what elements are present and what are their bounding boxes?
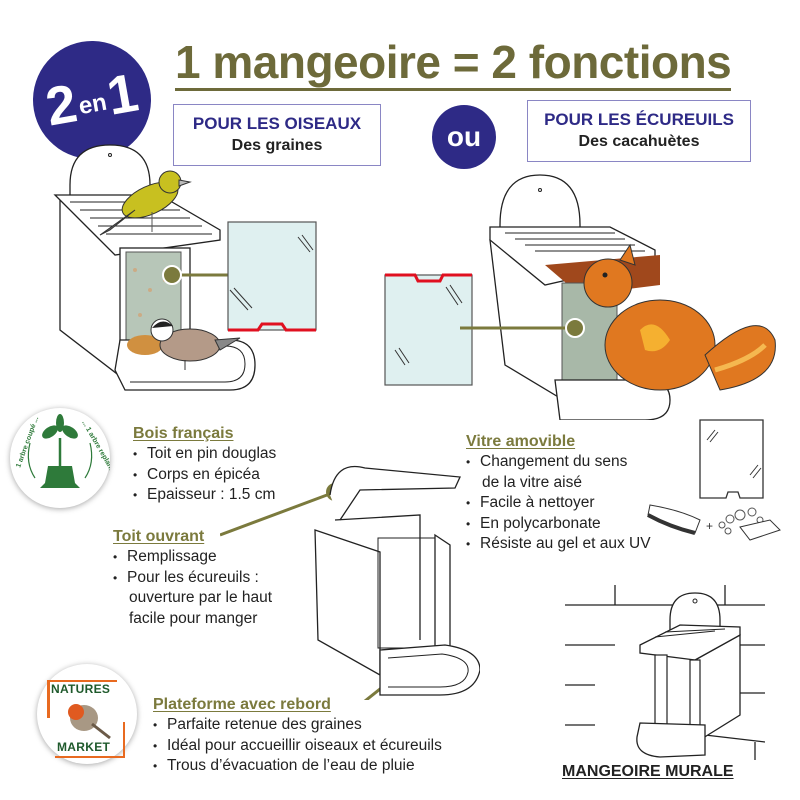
feature-bois-francais: Bois français Toit en pin douglas Corps … <box>133 424 276 506</box>
cleaning-illustration: + <box>647 419 781 541</box>
feature-item: Remplissage <box>113 547 272 568</box>
feature-item: Résiste au gel et aux UV <box>466 534 651 555</box>
feature-item: Changement du sens de la vitre aisé <box>466 452 651 493</box>
page-title: 1 mangeoire = 2 fonctions <box>175 36 732 91</box>
brush-icon <box>647 504 701 535</box>
badge-en: en <box>76 88 109 121</box>
squirrels-function-box: POUR LES ÉCUREUILS Des cacahuètes <box>527 100 751 162</box>
wall-mounted-feeder-illustration <box>565 585 765 760</box>
tree-replanted-logo: 1 arbre coupé ... ... 1 arbre replanté <box>10 408 117 508</box>
feature-heading: Vitre amovible <box>466 433 576 450</box>
feature-plateforme: Plateforme avec rebord Parfaite retenue … <box>153 695 442 777</box>
svg-text:1 arbre coupé ...: 1 arbre coupé ... <box>15 416 40 469</box>
svg-text:... 1 arbre replanté: ... 1 arbre replanté <box>80 420 110 476</box>
greenfinch-icon <box>99 170 192 236</box>
tree-stump-sprout-icon: 1 arbre coupé ... ... 1 arbre replanté <box>15 414 117 488</box>
wall-feeder-label: MANGEOIRE MURALE <box>562 763 734 780</box>
brand-line1: NATURES <box>51 682 111 696</box>
feature-item: Pour les écureuils : ouverture par le ha… <box>113 568 272 630</box>
brand-line2: MARKET <box>57 740 111 754</box>
feature-heading: Toit ouvrant <box>113 528 205 545</box>
tit-bird-icon <box>150 318 241 370</box>
open-roof-feeder-diagram <box>220 466 480 700</box>
squirrel-feeder-illustration <box>384 174 776 420</box>
feature-item: Idéal pour accueillir oiseaux et écureui… <box>153 736 442 757</box>
squirrel-icon <box>583 243 776 391</box>
feature-toit-ouvrant: Toit ouvrant Remplissage Pour les écureu… <box>113 527 272 629</box>
feature-item: Corps en épicéa <box>133 465 276 486</box>
feature-item: Toit en pin douglas <box>133 444 276 465</box>
soap-bubbles-icon <box>718 507 781 541</box>
svg-text:+: + <box>706 519 713 533</box>
feature-item: En polycarbonate <box>466 514 651 535</box>
feature-item: Facile à nettoyer <box>466 493 651 514</box>
bird-feeder-illustration <box>53 144 317 391</box>
feature-item: Epaisseur : 1.5 cm <box>133 485 276 506</box>
or-badge: ou <box>432 105 496 169</box>
birds-subheading: Des graines <box>231 137 323 154</box>
birds-heading: POUR LES OISEAUX <box>192 114 362 133</box>
natures-market-logo: NATURES MARKET <box>37 664 137 764</box>
feature-heading: Bois français <box>133 425 234 442</box>
badge-number-2: 2 <box>41 73 82 138</box>
glass-pane-icon <box>699 419 764 499</box>
birds-function-box: POUR LES OISEAUX Des graines <box>173 104 381 166</box>
squirrels-heading: POUR LES ÉCUREUILS <box>544 110 734 129</box>
feature-item: Parfaite retenue des graines <box>153 715 442 736</box>
feature-item: Trous d’évacuation de l’eau de pluie <box>153 756 442 777</box>
feature-vitre-amovible: Vitre amovible Changement du sens de la … <box>466 432 651 555</box>
robin-icon <box>68 704 111 740</box>
feature-heading: Plateforme avec rebord <box>153 696 331 713</box>
squirrels-subheading: Des cacahuètes <box>578 133 700 150</box>
